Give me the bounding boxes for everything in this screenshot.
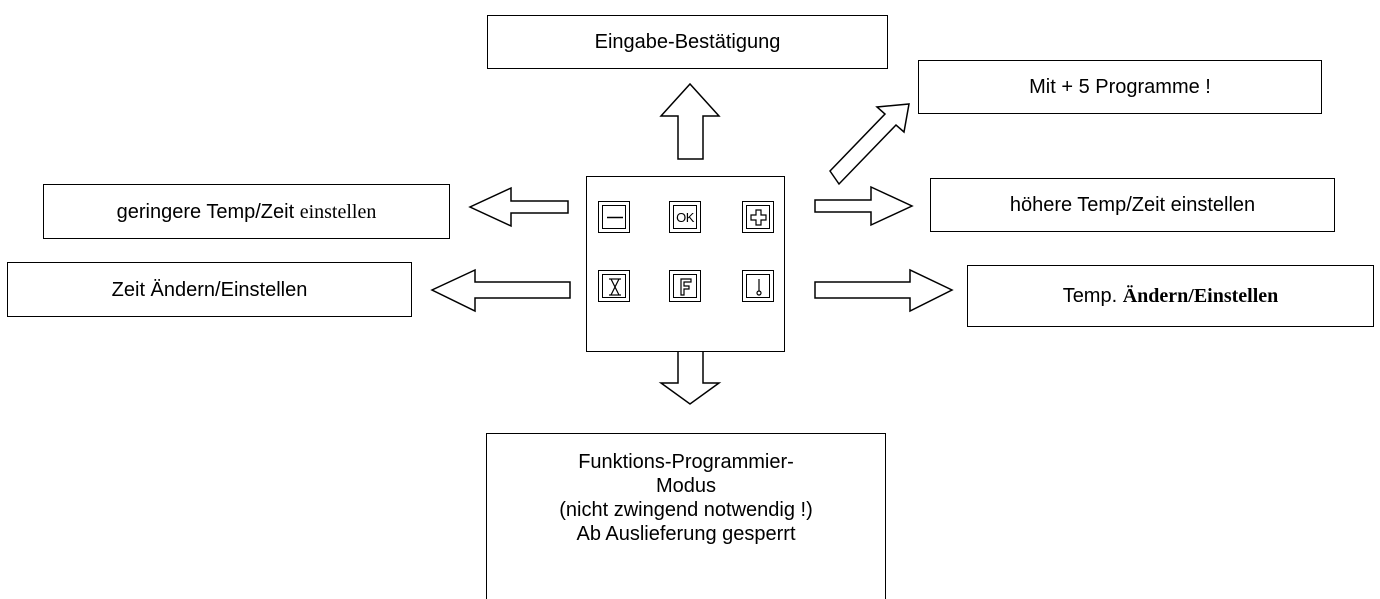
plus-icon [750, 209, 767, 226]
temp-key[interactable] [742, 270, 774, 302]
function-line-1: Funktions-Programmier- [578, 451, 794, 473]
thermometer-icon [756, 279, 762, 296]
programs-label: Mit + 5 Programme ! [1029, 76, 1211, 98]
function-key[interactable] [669, 270, 701, 302]
plus-key[interactable] [742, 201, 774, 233]
arrow-right-lower [814, 268, 954, 313]
lower-label: geringere Temp/Zeit einstellen [117, 200, 377, 224]
programs-box: Mit + 5 Programme ! [918, 60, 1322, 114]
f-letter-icon [680, 278, 692, 296]
lower-label-serif: einstellen [299, 200, 377, 223]
function-line-4: Ab Auslieferung gesperrt [576, 523, 796, 545]
temp-label: Temp. Ändern/Einstellen [1063, 284, 1279, 308]
hourglass-icon [609, 278, 621, 296]
time-box: Zeit Ändern/Einstellen [7, 262, 412, 317]
arrow-left-upper [468, 186, 569, 228]
arrow-diagonal [829, 103, 910, 186]
minus-icon [607, 216, 623, 219]
arrow-left-lower [430, 268, 571, 313]
minus-key[interactable] [598, 201, 630, 233]
time-label: Zeit Ändern/Einstellen [111, 278, 308, 301]
function-line-3: (nicht zwingend notwendig !) [559, 499, 813, 521]
function-box: Funktions-Programmier- Modus (nicht zwin… [486, 433, 886, 599]
temp-box: Temp. Ändern/Einstellen [967, 265, 1374, 327]
arrow-up [659, 82, 721, 160]
higher-box: höhere Temp/Zeit einstellen [930, 178, 1335, 232]
arrow-right-upper [814, 185, 914, 227]
lower-box: geringere Temp/Zeit einstellen [43, 184, 450, 239]
lower-label-sans: geringere Temp/Zeit [116, 200, 300, 223]
temp-label-bold: Ändern/Einstellen [1122, 285, 1279, 307]
function-line-2: Modus [655, 475, 717, 497]
confirm-box: Eingabe-Bestätigung [487, 15, 888, 69]
higher-label: höhere Temp/Zeit einstellen [1009, 194, 1256, 216]
ok-label: OK [676, 209, 694, 225]
temp-label-prefix: Temp. [1062, 285, 1123, 307]
confirm-label: Eingabe-Bestätigung [594, 31, 781, 53]
keypad: OK [586, 176, 785, 352]
ok-key[interactable]: OK [669, 201, 701, 233]
time-key[interactable] [598, 270, 630, 302]
